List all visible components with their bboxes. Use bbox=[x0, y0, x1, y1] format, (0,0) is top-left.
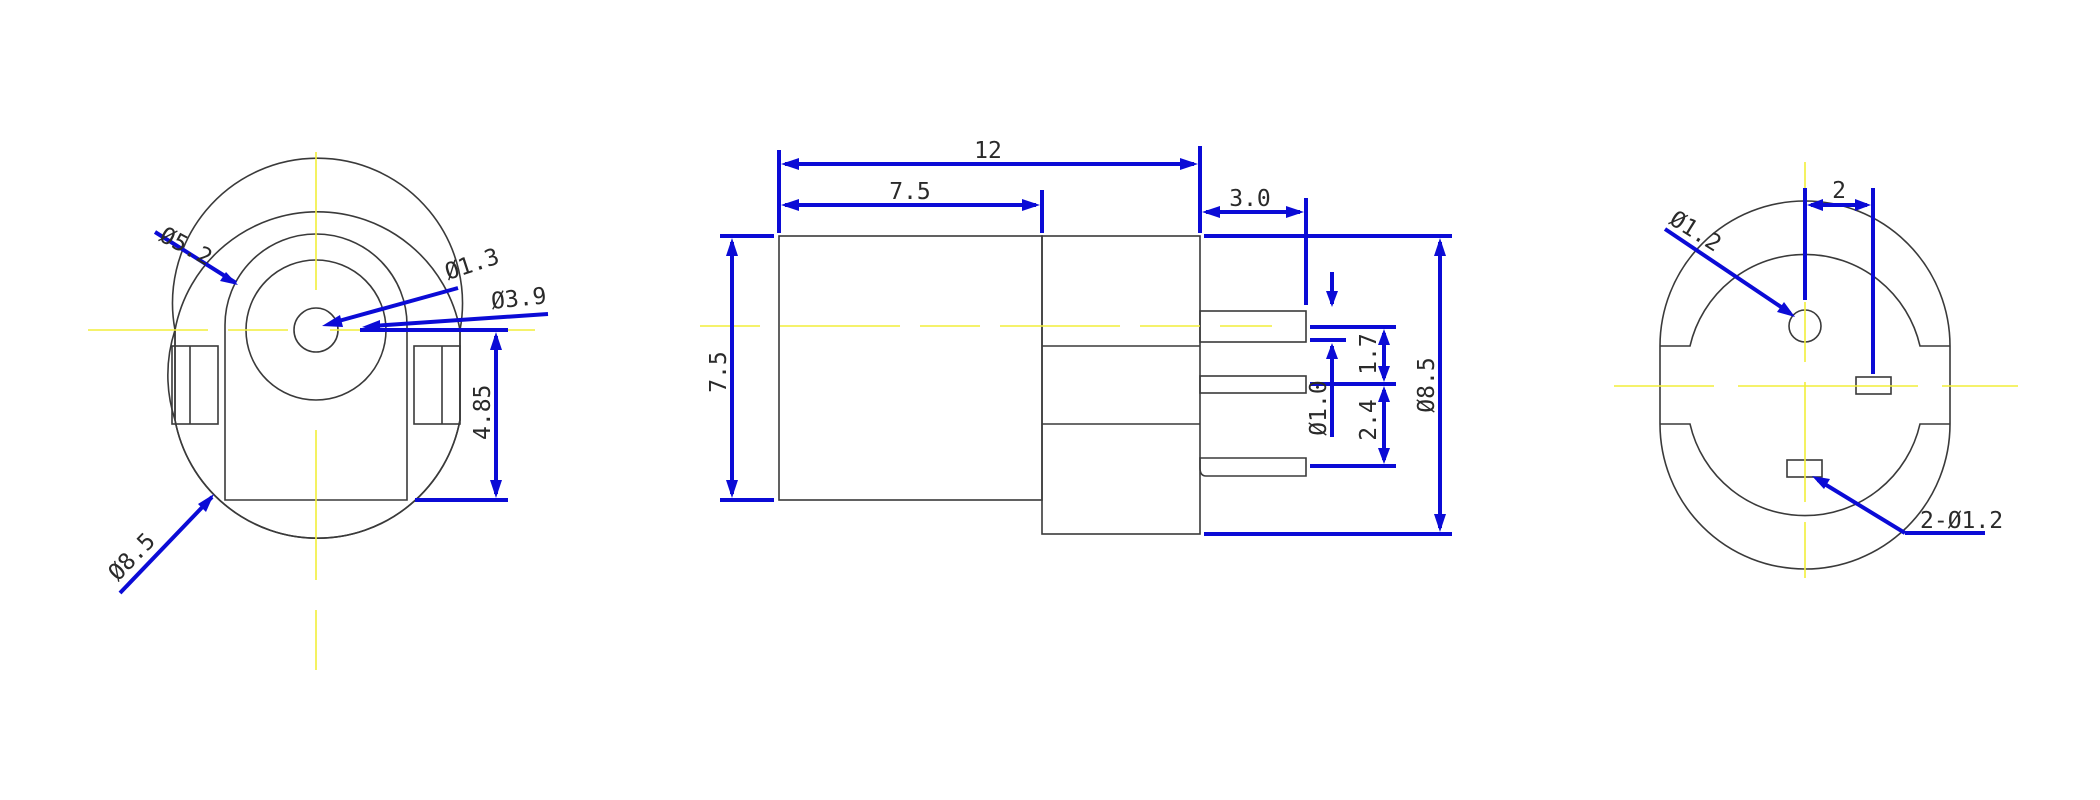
leader-d52 bbox=[153, 230, 238, 285]
side-body bbox=[778, 235, 1043, 501]
label-17: 1.7 bbox=[1356, 333, 1382, 375]
label-d10: Ø1.0 bbox=[1306, 380, 1332, 435]
label-2d12: 2-Ø1.2 bbox=[1920, 508, 2003, 534]
label-d39: Ø3.9 bbox=[490, 283, 548, 315]
leader-2d12 bbox=[1816, 478, 1907, 535]
label-d52: Ø5.2 bbox=[155, 222, 216, 271]
label-24: 2.4 bbox=[1356, 399, 1382, 441]
label-12: 12 bbox=[974, 138, 1002, 164]
side-view: 12 7.5 3.0 7.5 1.7 2.4 bbox=[700, 138, 1452, 536]
bottom-inner-lower bbox=[1660, 423, 1950, 517]
front-left-tab bbox=[171, 345, 219, 425]
leader-d85 bbox=[118, 495, 214, 595]
label-d13: Ø1.3 bbox=[442, 244, 503, 286]
front-body-outline bbox=[167, 157, 464, 539]
label-75left: 7.5 bbox=[706, 351, 732, 393]
label-75top: 7.5 bbox=[889, 179, 931, 205]
label-d85: Ø8.5 bbox=[1414, 357, 1440, 412]
side-base bbox=[1041, 235, 1201, 535]
leader-d13 bbox=[334, 286, 459, 324]
bottom-view: 2 Ø1.2 2-Ø1.2 bbox=[1614, 162, 2018, 578]
front-boss bbox=[224, 233, 408, 501]
label-30: 3.0 bbox=[1229, 186, 1271, 212]
label-485: 4.85 bbox=[470, 385, 496, 440]
side-pin-bottom bbox=[1199, 457, 1307, 477]
leader-d39 bbox=[371, 312, 549, 328]
leader-d12 bbox=[1663, 227, 1792, 315]
side-pin-middle bbox=[1199, 375, 1307, 394]
label-2: 2 bbox=[1832, 178, 1846, 204]
front-view: Ø5.2 Ø1.3 Ø3.9 4.85 Ø8.5 bbox=[88, 152, 549, 676]
front-right-tab bbox=[413, 345, 461, 425]
